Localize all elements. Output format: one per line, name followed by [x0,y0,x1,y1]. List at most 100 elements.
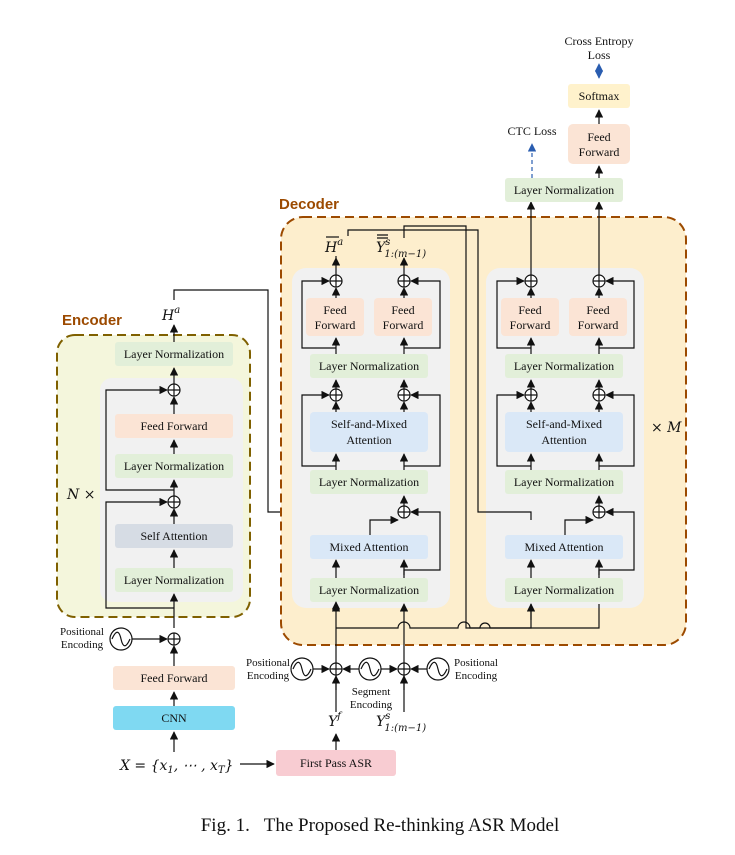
segment-encoding [358,657,382,681]
dec-r-res-3 [496,276,531,349]
encoder-feed-forward [115,414,233,438]
dec-r-ln-bottom-label: Layer Normalization [514,583,614,597]
dec-l-self-mixed [310,412,428,452]
encoder-title: Encoder [62,312,122,329]
dec-l-ff-1-l1: Feed [323,303,346,317]
dec-add-yf [329,662,343,676]
dec-pos-enc-right [426,657,450,681]
enc-residual-1 [105,497,174,609]
encoder-feed-forward-label: Feed Forward [141,419,208,433]
first-pass-asr-label: First Pass ASR [300,756,372,770]
head-ff-l2: Forward [579,145,620,159]
input-add [167,632,181,646]
input-x-label: X = {x1, ⋯ , xT} [119,758,234,776]
dec-l-res-4 [404,276,441,349]
encoder-layer-norm-1 [115,568,233,592]
encoder-output-label: Ha [161,305,180,324]
dec-r-a3 [564,515,594,535]
dec-l-self-mixed-l1: Self-and-Mixed [331,417,407,431]
dec-l-ff-2-l2: Forward [383,318,424,332]
dec-pos-enc-left-l1: Positional [246,657,290,669]
dec-l-ln-bottom-label: Layer Normalization [319,583,419,597]
dec-l-add-top-2 [397,274,411,288]
dec-l-res-2 [404,390,441,467]
dec-l-res-1 [301,390,336,467]
dec-l-self-mixed-l2: Attention [346,433,391,447]
cnn-block [113,706,235,730]
dec-out-y-bar [377,234,388,239]
dec-l-mixed-attn [310,535,428,559]
decoder-repeat: × M [651,420,682,436]
dec-l-res-3 [301,276,336,349]
decoder-title: Decoder [279,196,339,213]
dec-r-ln-bottom [505,578,623,602]
dec-r-add-top-1 [524,274,538,288]
encoder-repeat: N × [66,487,95,503]
head-ff-l1: Feed [587,130,610,144]
softmax-block [568,84,630,108]
dec-r-ln-mid [505,470,623,494]
dec-r-ln-mid-label: Layer Normalization [514,475,614,489]
input-feed-forward [113,666,235,690]
softmax-label: Softmax [579,89,620,103]
dec-l-a3 [369,515,399,535]
first-pass-asr [276,750,396,776]
dec-r-add-low [592,505,606,519]
dec-r-self-mixed [505,412,623,452]
dec-r-add-top-2 [592,274,606,288]
dec-r-add-mid-2 [592,388,606,402]
dec-pos-enc-left [290,657,314,681]
dec-l-res-5 [403,507,441,575]
dec-l-ff-2-l1: Feed [391,303,414,317]
dec-l-add-mid-1 [329,388,343,402]
yf-label: Yf [328,711,343,730]
segment-encoding-l2: Encoding [350,699,393,711]
dec-r-ff-1-l1: Feed [518,303,541,317]
pos-enc-enc-label-1: Positional [60,626,104,638]
dec-r-add-mid-1 [524,388,538,402]
dec-out-h-label: Ha [324,237,343,256]
dec-r-res-2 [599,390,635,467]
head-feed-forward [568,124,630,164]
dec-l-mixed-attn-label: Mixed Attention [330,540,409,554]
encoder-layer-norm-2 [115,454,233,478]
dec-r-res-5 [598,507,635,575]
positional-encoding-enc [109,627,133,651]
dec-r-ln-top-label: Layer Normalization [514,359,614,373]
enc-residual-2 [105,385,174,491]
encoder-layer-norm-out-label: Layer Normalization [124,347,224,361]
head-layer-norm-label: Layer Normalization [514,183,614,197]
dec-r-ff-2-l2: Forward [578,318,619,332]
dec-l-ff-1-l2: Forward [315,318,356,332]
dec-r-mixed-attn-label: Mixed Attention [525,540,604,554]
dec-r-res-4 [599,276,635,349]
dec-r-self-mixed-l2: Attention [541,433,586,447]
dec-r-self-mixed-l1: Self-and-Mixed [526,417,602,431]
h-route [347,229,532,520]
encoder-layer-norm-out [115,342,233,366]
dec-l-ln-bottom [310,578,428,602]
dec-pos-enc-left-l2: Encoding [247,670,290,682]
dec-r-ff-1-l2: Forward [510,318,551,332]
dec-l-add-mid-2 [397,388,411,402]
dec-l-ln-top-label: Layer Normalization [319,359,419,373]
segment-encoding-l1: Segment [352,686,391,698]
dec-l-ff-1 [306,298,364,336]
dec-r-ff-1 [501,298,559,336]
input-bus [336,604,600,629]
dec-l-ln-mid [310,470,428,494]
dec-r-mixed-attn [505,535,623,559]
pos-enc-enc-label-2: Encoding [61,639,104,651]
ce-loss-l1: Cross Entropy [565,34,634,48]
input-feed-forward-label: Feed Forward [141,671,208,685]
dec-add-ys [397,662,411,676]
figure-caption: Fig. 1. The Proposed Re-thinking ASR Mod… [201,815,560,836]
encoder-add-top [167,383,181,397]
dec-r-res-1 [496,390,531,467]
ce-loss-l2: Loss [588,48,611,62]
encoder-layer-norm-2-label: Layer Normalization [124,459,224,473]
dec-pos-enc-right-l1: Positional [454,657,498,669]
